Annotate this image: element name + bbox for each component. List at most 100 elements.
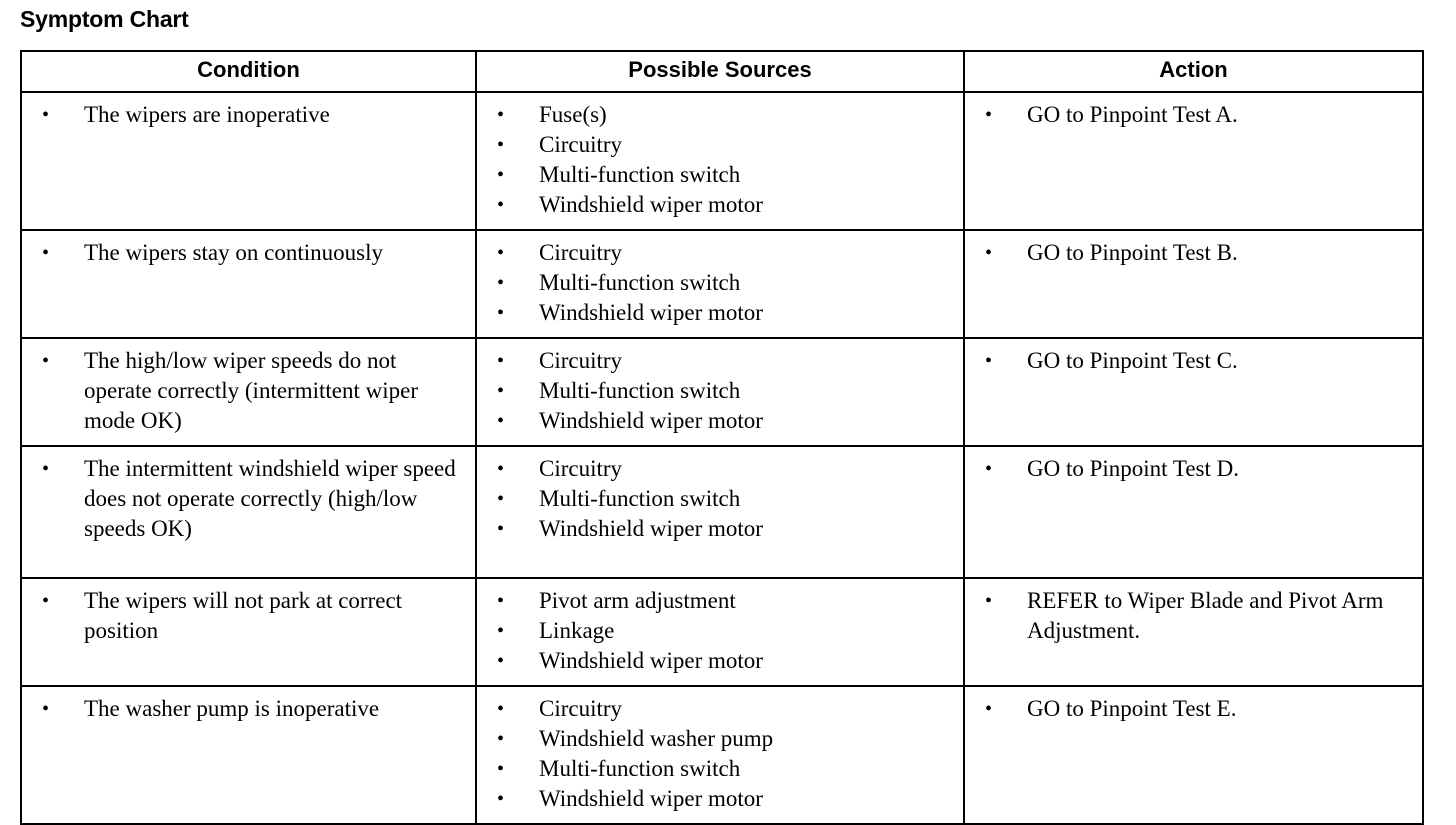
bullet-icon: • [497,488,505,510]
list-item: •Windshield wiper motor [477,646,957,676]
list-item: •Circuitry [477,238,957,268]
list-item: •REFER to Wiper Blade and Pivot Arm Adju… [985,588,1384,643]
bullet-icon: • [497,458,505,480]
bullet-icon: • [42,104,50,126]
bullet-icon: • [985,350,993,372]
bullet-icon: • [985,104,993,126]
list-item: •Multi-function switch [477,484,957,514]
bullet-icon: • [497,272,505,294]
list-item: •Circuitry [477,694,957,724]
cell-action: •REFER to Wiper Blade and Pivot Arm Adju… [963,577,1424,687]
list-item: •The wipers will not park at correct pos… [42,588,403,643]
bullet-icon: • [42,458,50,480]
list-item: •Multi-function switch [477,376,957,406]
sources-list: •Pivot arm adjustment •Linkage •Windshie… [477,579,963,685]
sources-list: •Circuitry •Windshield washer pump •Mult… [477,687,963,823]
bullet-icon: • [497,164,505,186]
cell-action: •GO to Pinpoint Test C. [963,337,1424,447]
action-list: •GO to Pinpoint Test E. [965,687,1422,733]
sources-list: •Circuitry •Multi-function switch •Winds… [477,339,963,445]
list-item: •Circuitry [477,130,957,160]
list-item: •Windshield wiper motor [477,406,957,436]
bullet-icon: • [497,728,505,750]
list-item: •The wipers stay on continuously [22,238,469,268]
list-item: •GO to Pinpoint Test C. [965,346,1416,376]
bullet-icon: • [497,650,505,672]
bullet-icon: • [42,242,50,264]
cell-possible-sources: •Fuse(s) •Circuitry •Multi-function swit… [475,91,965,231]
list-item: •Windshield wiper motor [477,784,957,814]
action-list: •REFER to Wiper Blade and Pivot Arm Adju… [965,579,1422,655]
action-list: •GO to Pinpoint Test D. [965,447,1422,493]
list-item: •The high/low wiper speeds do not operat… [42,348,418,433]
cell-action: •GO to Pinpoint Test D. [963,445,1424,579]
cell-possible-sources: •Circuitry •Multi-function switch •Winds… [475,445,965,579]
bullet-icon: • [497,620,505,642]
bullet-icon: • [497,788,505,810]
cell-possible-sources: •Circuitry •Multi-function switch •Winds… [475,229,965,339]
cell-condition: •The wipers are inoperative [20,91,477,231]
list-item: •Pivot arm adjustment [477,586,957,616]
table-header: Condition Possible Sources Action [20,50,1424,93]
table-header-row: Condition Possible Sources Action [20,50,1424,93]
bullet-icon: • [497,758,505,780]
condition-list: •The wipers stay on continuously [22,231,475,277]
bullet-icon: • [42,698,50,720]
cell-action: •GO to Pinpoint Test E. [963,685,1424,825]
table-row: •The wipers are inoperative •Fuse(s) •Ci… [20,91,1424,231]
bullet-icon: • [42,350,50,372]
bullet-icon: • [497,194,505,216]
page-title: Symptom Chart [20,6,189,32]
list-item: •The washer pump is inoperative [22,694,469,724]
action-list: •GO to Pinpoint Test C. [965,339,1422,385]
cell-condition: •The intermittent windshield wiper speed… [20,445,477,579]
list-item: •Windshield wiper motor [477,190,957,220]
list-item: •GO to Pinpoint Test A. [965,100,1416,130]
condition-list: •The washer pump is inoperative [22,687,475,733]
bullet-icon: • [985,698,993,720]
list-item: •Multi-function switch [477,268,957,298]
cell-condition: •The wipers stay on continuously [20,229,477,339]
list-item: •GO to Pinpoint Test D. [965,454,1416,484]
bullet-icon: • [497,518,505,540]
cell-action: •GO to Pinpoint Test B. [963,229,1424,339]
cell-possible-sources: •Circuitry •Windshield washer pump •Mult… [475,685,965,825]
column-header-condition: Condition [20,50,477,93]
column-header-action: Action [963,50,1424,93]
table-body: •The wipers are inoperative •Fuse(s) •Ci… [20,91,1424,825]
bullet-icon: • [497,590,505,612]
list-item: •Fuse(s) [477,100,957,130]
list-item: •GO to Pinpoint Test E. [965,694,1416,724]
bullet-icon: • [42,590,50,612]
list-item: •Windshield wiper motor [477,514,957,544]
cell-condition: •The wipers will not park at correct pos… [20,577,477,687]
list-item: •The wipers are inoperative [22,100,469,130]
condition-list: •The wipers are inoperative [22,93,475,139]
sources-list: •Circuitry •Multi-function switch •Winds… [477,231,963,337]
bullet-icon: • [497,104,505,126]
table-row: •The high/low wiper speeds do not operat… [20,337,1424,447]
bullet-icon: • [985,242,993,264]
bullet-icon: • [985,590,993,612]
condition-list: •The high/low wiper speeds do not operat… [22,339,475,445]
sources-list: •Fuse(s) •Circuitry •Multi-function swit… [477,93,963,229]
list-item: •Circuitry [477,454,957,484]
list-item: •GO to Pinpoint Test B. [965,238,1416,268]
action-list: •GO to Pinpoint Test A. [965,93,1422,139]
table-row: •The wipers will not park at correct pos… [20,577,1424,687]
cell-condition: •The washer pump is inoperative [20,685,477,825]
column-header-possible-sources: Possible Sources [475,50,965,93]
sources-list: •Circuitry •Multi-function switch •Winds… [477,447,963,553]
cell-possible-sources: •Circuitry •Multi-function switch •Winds… [475,337,965,447]
condition-list: •The wipers will not park at correct pos… [22,579,475,655]
list-item: •Windshield wiper motor [477,298,957,328]
bullet-icon: • [497,410,505,432]
cell-action: •GO to Pinpoint Test A. [963,91,1424,231]
list-item: •Multi-function switch [477,160,957,190]
bullet-icon: • [497,134,505,156]
table-row: •The washer pump is inoperative •Circuit… [20,685,1424,825]
bullet-icon: • [985,458,993,480]
condition-list: •The intermittent windshield wiper speed… [22,447,475,553]
bullet-icon: • [497,380,505,402]
